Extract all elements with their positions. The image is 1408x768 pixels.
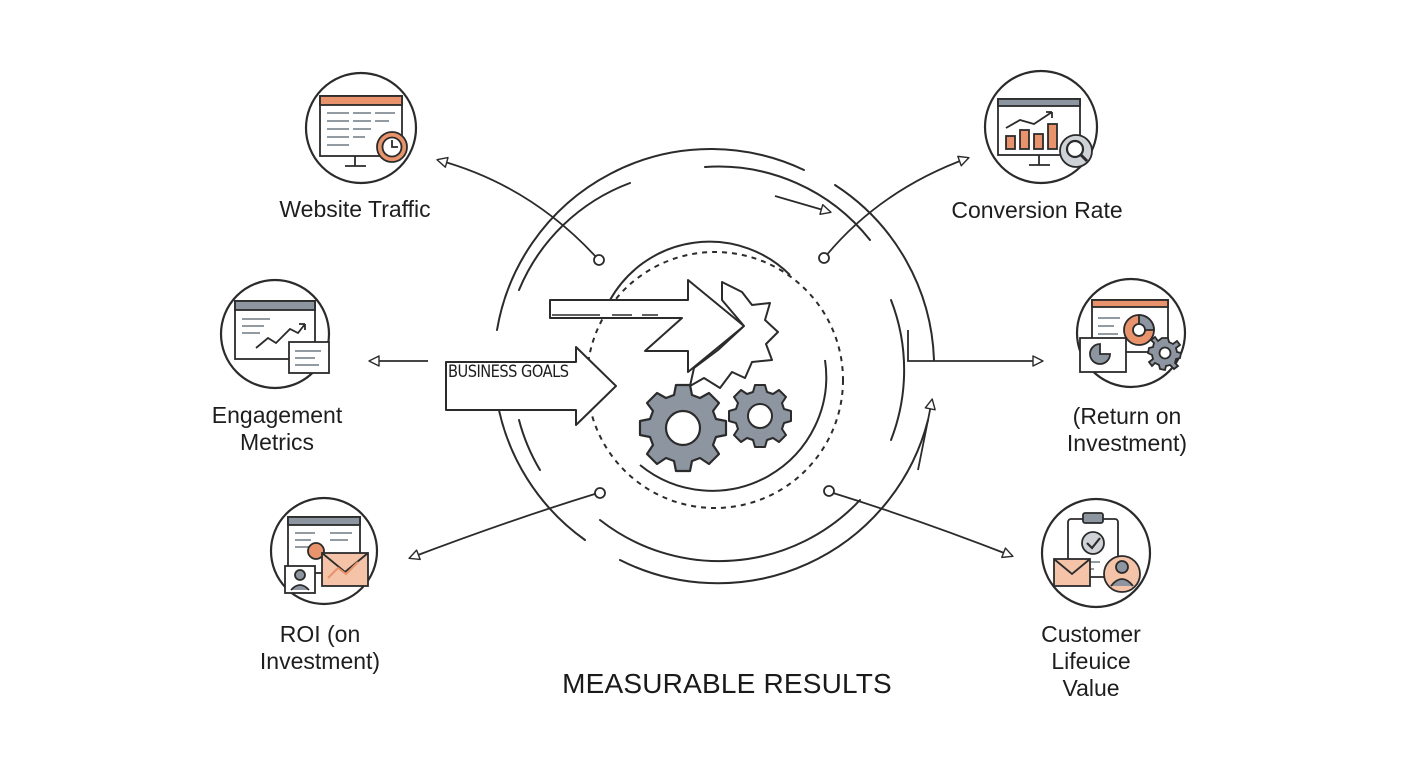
label-line: Value bbox=[1062, 675, 1120, 701]
connector-return-on-investment bbox=[907, 330, 1044, 367]
bar-chart-magnifier-icon bbox=[997, 98, 1093, 168]
connector-roi bbox=[408, 492, 599, 561]
connector-customer-lifetime-value bbox=[829, 491, 1014, 559]
small-gear-icon bbox=[728, 384, 792, 448]
label-line: Investment) bbox=[1066, 430, 1188, 456]
clipboard-mail-user-icon bbox=[1053, 512, 1141, 593]
forward-arrow bbox=[549, 279, 745, 373]
label-line: Customer bbox=[1041, 621, 1141, 647]
connector-dots bbox=[593, 252, 835, 499]
report-user-mail-icon bbox=[284, 516, 369, 594]
label-line: Lifeuice bbox=[1051, 648, 1131, 674]
ring-arrow-top bbox=[774, 195, 832, 215]
measurable-results-title: MEASURABLE RESULTS bbox=[562, 668, 892, 699]
monitor-clock-icon bbox=[319, 95, 408, 167]
node-website-traffic-label: Website Traffic bbox=[255, 196, 455, 223]
business-goals-arrow bbox=[445, 346, 617, 426]
inner-solid-ring bbox=[609, 240, 828, 492]
connectors bbox=[368, 155, 1044, 561]
label-line: Website Traffic bbox=[279, 196, 431, 222]
node-customer-lifetime-value-label: Customer Lifeuice Value bbox=[991, 621, 1191, 702]
connector-conversion-rate bbox=[824, 155, 970, 258]
label-line: Investment) bbox=[259, 648, 381, 674]
label-line: Engagement bbox=[211, 402, 343, 428]
label-line: (Return on bbox=[1072, 403, 1182, 429]
gear-outline-icon bbox=[689, 281, 779, 389]
label-line: Metrics bbox=[239, 429, 315, 455]
node-roi-label: ROI (on Investment) bbox=[220, 621, 420, 675]
node-engagement-metrics-label: Engagement Metrics bbox=[177, 402, 377, 456]
node-conversion-rate-label: Conversion Rate bbox=[927, 197, 1147, 224]
business-goals-label: BUSINESS GOALS bbox=[448, 362, 569, 382]
label-line: ROI (on bbox=[279, 621, 361, 647]
connector-website-traffic bbox=[436, 156, 598, 259]
ring-arrow-right bbox=[917, 398, 936, 471]
label-line: Conversion Rate bbox=[951, 197, 1123, 223]
outer-ring bbox=[496, 148, 935, 585]
chart-window-icon bbox=[234, 300, 330, 374]
node-return-on-investment-label: (Return on Investment) bbox=[1027, 403, 1227, 457]
large-gear-icon bbox=[638, 383, 728, 473]
pie-chart-gear-icon bbox=[1079, 299, 1183, 373]
